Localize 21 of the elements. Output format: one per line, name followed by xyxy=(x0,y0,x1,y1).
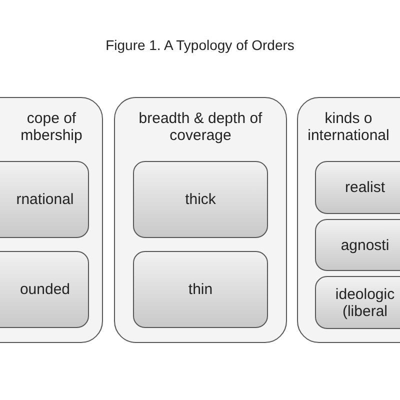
option-label: ideologic (liberal xyxy=(334,286,396,320)
option-box xyxy=(315,161,400,214)
figure-title: Figure 1. A Typology of Orders xyxy=(106,36,294,55)
panel-heading: kinds o international xyxy=(306,110,390,144)
option-box xyxy=(133,161,268,238)
option-label: agnosti xyxy=(340,236,390,254)
category-panel xyxy=(297,97,400,343)
panel-heading: breadth & depth of coverage xyxy=(138,110,264,144)
option-label: rnational xyxy=(15,191,75,208)
category-panel xyxy=(0,97,103,343)
option-box xyxy=(315,276,400,329)
option-box xyxy=(0,251,89,328)
option-box xyxy=(0,161,89,238)
option-label: thick xyxy=(184,191,217,208)
option-box xyxy=(315,219,400,271)
option-label: thin xyxy=(187,281,214,298)
option-box xyxy=(133,251,268,328)
option-label: ounded xyxy=(18,281,72,298)
category-panel xyxy=(114,97,287,343)
option-label: realist xyxy=(344,179,386,196)
panel-heading: cope of mbership xyxy=(20,110,84,144)
